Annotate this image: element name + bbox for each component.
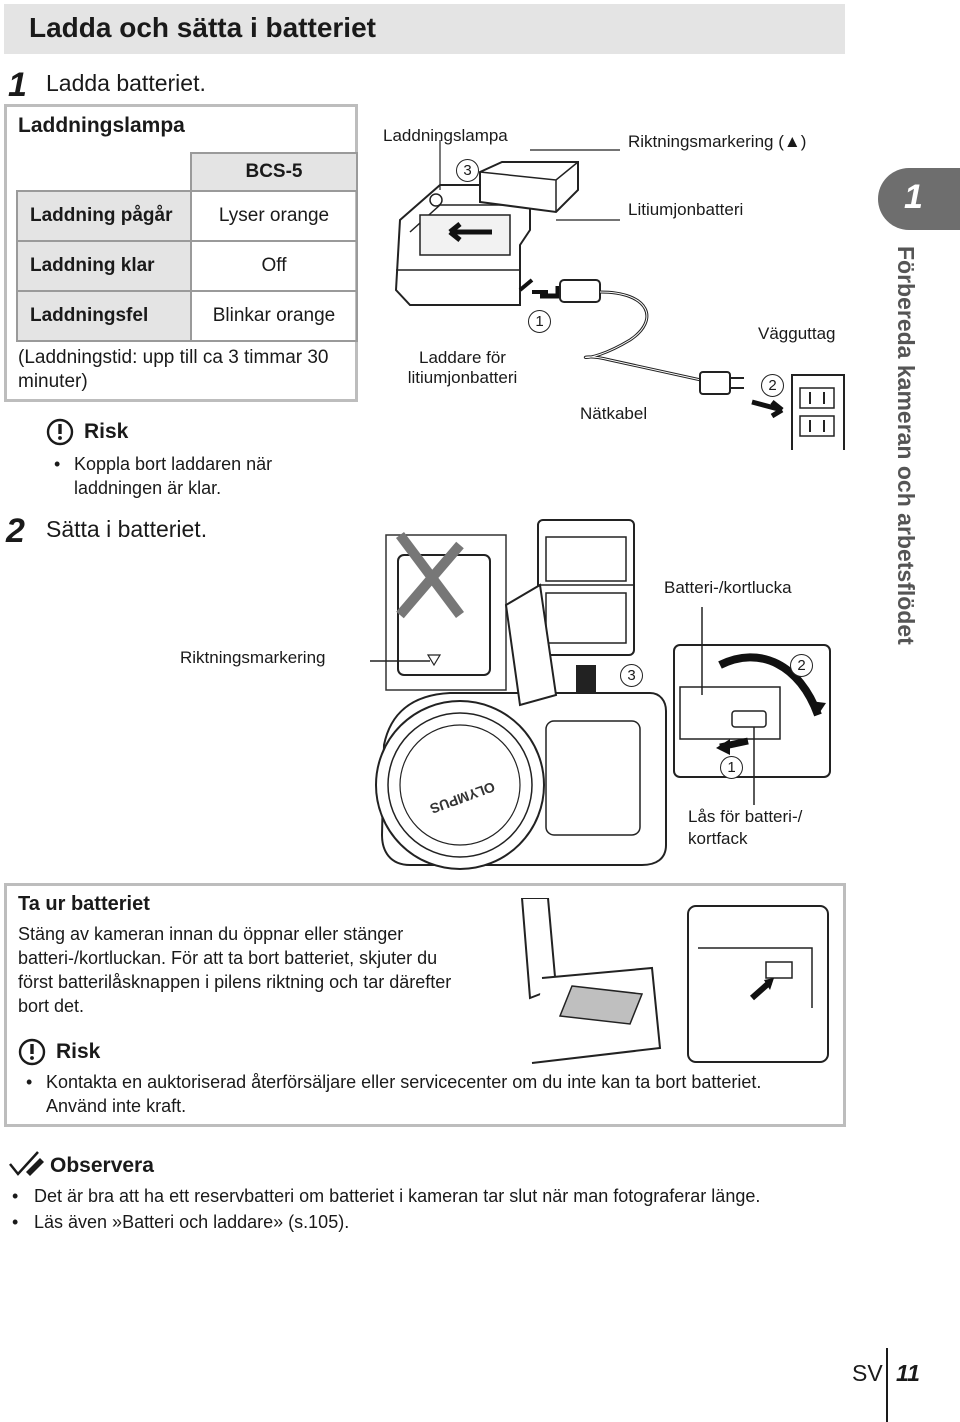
page-title: Ladda och sätta i batteriet xyxy=(29,12,376,43)
step-1-text: Ladda batteriet. xyxy=(46,70,206,96)
label-battery-lock: Lås för batteri-/ kortfack xyxy=(688,807,803,848)
chapter-number: 1 xyxy=(904,178,923,216)
step-mark-1-bottom: 1 xyxy=(720,756,743,779)
risk-label-remove: Risk xyxy=(56,1040,101,1063)
remove-title: Ta ur batteriet xyxy=(18,893,150,915)
pencil-note-icon xyxy=(9,1151,44,1176)
camera-illustration: OLYMPUS xyxy=(370,519,831,870)
table-row: Laddning pågår Lyser orange xyxy=(16,190,358,242)
table-cell-value: Off xyxy=(190,240,358,292)
note-item: Läs även »Batteri och laddare» (s.105). xyxy=(34,1212,350,1232)
step-mark-2-bottom: 2 xyxy=(790,654,813,677)
risk-label: Risk xyxy=(84,420,129,443)
step-1-number: 1 xyxy=(8,66,27,104)
remove-battery-illustration xyxy=(512,898,829,1066)
bullet-icon: • xyxy=(12,1212,19,1232)
step-mark-3-bottom: 3 xyxy=(620,664,643,687)
remove-text: Stäng av kameran innan du öppnar eller s… xyxy=(18,924,452,1016)
bullet-icon: • xyxy=(26,1072,33,1092)
note-item: Det är bra att ha ett reservbatteri om b… xyxy=(34,1186,761,1206)
table-cell-state: Laddning klar xyxy=(16,240,192,292)
table-row: Laddning klar Off xyxy=(16,240,358,292)
label-power-cable: Nätkabel xyxy=(580,404,648,423)
risk-item-remove: Kontakta en auktoriserad återförsäljare … xyxy=(46,1072,762,1116)
warning-icon xyxy=(46,418,74,446)
step-mark-2: 2 xyxy=(761,374,784,397)
charging-time-note: (Laddningstid: upp till ca 3 timmar 30 m… xyxy=(18,347,329,392)
table-cell-value: Lyser orange xyxy=(190,190,358,242)
label-battery: Litiumjonbatteri xyxy=(628,200,744,219)
page-title-bar: Ladda och sätta i batteriet xyxy=(4,4,845,54)
label-wall-socket: Vägguttag xyxy=(758,324,836,343)
step-2-text: Sätta i batteriet. xyxy=(46,516,208,542)
charger-illustration xyxy=(394,140,845,450)
charge-lamp-table: BCS-5 Laddning pågår Lyser orange Laddni… xyxy=(16,152,358,342)
chapter-title: Förbereda kameran och arbetsflödet xyxy=(893,246,919,645)
table-row: Laddningsfel Blinkar orange xyxy=(16,290,358,342)
table-cell-value: Blinkar orange xyxy=(190,290,358,342)
page-number: 11 xyxy=(896,1360,920,1386)
remove-battery-box xyxy=(4,883,846,1127)
label-direction-mark-bottom: Riktningsmarkering xyxy=(180,648,326,667)
table-cell-state: Laddningsfel xyxy=(16,290,192,342)
step-mark-1: 1 xyxy=(528,310,551,333)
warning-icon xyxy=(18,1038,46,1066)
footer-language: SV xyxy=(852,1360,883,1386)
footer-divider xyxy=(886,1348,888,1422)
bullet-icon: • xyxy=(54,454,61,474)
table-header-model: BCS-5 xyxy=(190,152,358,192)
label-charger: Laddare för litiumjonbatteri xyxy=(407,348,518,387)
notes-title: Observera xyxy=(50,1154,154,1177)
label-direction-mark: Riktningsmarkering (▲) xyxy=(628,132,807,151)
charge-lamp-title: Laddningslampa xyxy=(18,114,185,137)
step-mark-3: 3 xyxy=(456,159,479,182)
bullet-icon: • xyxy=(12,1186,19,1206)
step-2-number: 2 xyxy=(6,512,25,550)
risk-item: Koppla bort laddaren när laddningen är k… xyxy=(74,454,273,498)
label-charge-lamp: Laddningslampa xyxy=(383,126,508,145)
label-battery-door: Batteri-/kortlucka xyxy=(664,578,792,597)
chapter-tab: 1 xyxy=(878,168,960,230)
table-cell-state: Laddning pågår xyxy=(16,190,192,242)
